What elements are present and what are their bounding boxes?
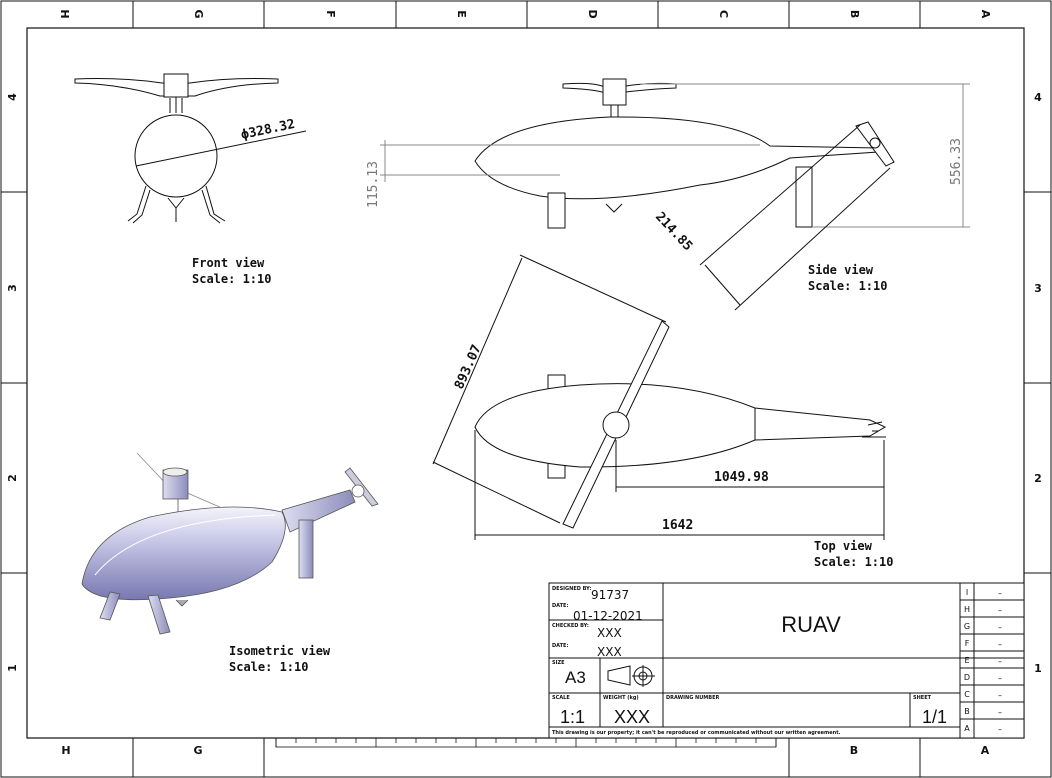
side-view-scale: Scale: 1:10 xyxy=(808,279,887,293)
zone-f-top: F xyxy=(324,10,337,18)
zone-4-left: 4 xyxy=(6,93,19,101)
revision-mark: – xyxy=(998,708,1002,717)
checked-by-label: CHECKED BY: xyxy=(552,623,589,629)
ownership-notice: This drawing is our property; it can't b… xyxy=(552,730,841,736)
scale-label: SCALE xyxy=(552,695,570,701)
iso-view-label: Isometric view xyxy=(229,644,331,658)
zone-4-right: 4 xyxy=(1034,91,1042,104)
revision-letter: E xyxy=(964,656,969,665)
date2-label: DATE: xyxy=(552,643,568,649)
revision-letter: C xyxy=(964,690,970,699)
zone-h-top: H xyxy=(58,9,71,18)
revision-mark: – xyxy=(998,725,1002,734)
zone-g-top: G xyxy=(192,9,205,18)
size-value: A3 xyxy=(565,668,586,687)
side-body-dim: 115.13 xyxy=(366,161,381,208)
zone-b-top: B xyxy=(848,10,861,18)
title-block xyxy=(548,582,1025,739)
scale-value: 1:1 xyxy=(560,707,585,727)
side-height-dim: 556.33 xyxy=(949,138,964,185)
revision-letter: G xyxy=(964,622,970,631)
revision-table: I H G F E D C B A – – – – – – – – – xyxy=(964,588,1002,734)
size-label: SIZE xyxy=(552,660,565,666)
revision-mark: – xyxy=(998,640,1002,649)
top-rotor-dim: 893.07 xyxy=(452,343,485,392)
title-block-text: DESIGNED BY: 91737 DATE: 01-12-2021 CHEC… xyxy=(552,586,947,736)
zone-d-top: D xyxy=(586,9,599,18)
zone-b-bottom: B xyxy=(850,744,858,757)
revision-letter: A xyxy=(964,724,970,733)
zone-1-left: 1 xyxy=(6,664,19,672)
zone-2-right: 2 xyxy=(1034,472,1042,485)
designed-by-label: DESIGNED BY: xyxy=(552,586,591,592)
zone-h-bottom: H xyxy=(61,744,70,757)
drawing-number-label: DRAWING NUMBER xyxy=(666,695,719,701)
zone-labels-sides: 4 3 2 1 4 3 2 1 xyxy=(6,91,1042,675)
centering-ruler xyxy=(275,737,777,748)
zone-a-top: A xyxy=(979,10,992,19)
revision-letter: H xyxy=(964,605,970,614)
top-view xyxy=(432,254,887,540)
date-label: DATE: xyxy=(552,603,568,609)
revision-mark: – xyxy=(998,674,1002,683)
front-view-scale: Scale: 1:10 xyxy=(192,272,271,286)
date-value: 01-12-2021 xyxy=(573,609,643,623)
revision-mark: – xyxy=(998,589,1002,598)
revision-letter: F xyxy=(965,639,970,648)
side-tail-dim: 214.85 xyxy=(652,209,695,254)
top-view-scale: Scale: 1:10 xyxy=(814,555,893,569)
revision-mark: – xyxy=(998,606,1002,615)
isometric-view xyxy=(81,452,379,635)
front-view xyxy=(74,73,307,224)
zone-3-left: 3 xyxy=(6,284,19,292)
revision-mark: – xyxy=(998,657,1002,666)
zone-labels-bottom: H G B A xyxy=(61,744,989,757)
front-view-label: Front view xyxy=(192,256,265,270)
top-tail-dim: 1049.98 xyxy=(714,470,769,485)
revision-mark: – xyxy=(998,691,1002,700)
drawing-title: RUAV xyxy=(781,612,841,637)
revision-letter: I xyxy=(966,588,968,597)
weight-label: WEIGHT (kg) xyxy=(603,695,639,701)
side-view-label: Side view xyxy=(808,263,874,277)
sheet-label: SHEET xyxy=(913,695,932,701)
top-view-label: Top view xyxy=(814,539,873,553)
zone-c-top: C xyxy=(717,10,730,18)
zone-3-right: 3 xyxy=(1034,282,1042,295)
zone-labels-top: H G F E D C B A xyxy=(58,9,992,18)
weight-value: XXX xyxy=(614,707,650,727)
designed-by-value: 91737 xyxy=(591,588,629,602)
iso-view-scale: Scale: 1:10 xyxy=(229,660,308,674)
date2-value: XXX xyxy=(597,645,622,659)
zone-2-left: 2 xyxy=(6,474,19,482)
zone-a-bottom: A xyxy=(981,744,990,757)
sheet-value: 1/1 xyxy=(922,707,947,727)
revision-letter: D xyxy=(964,673,970,682)
checked-by-value: XXX xyxy=(597,626,622,640)
zone-g-bottom: G xyxy=(193,744,202,757)
zone-e-top: E xyxy=(455,10,468,18)
revision-letter: B xyxy=(964,707,970,716)
revision-mark: – xyxy=(998,623,1002,632)
top-length-dim: 1642 xyxy=(662,518,693,533)
zone-1-right: 1 xyxy=(1034,662,1042,675)
side-view xyxy=(380,78,970,311)
